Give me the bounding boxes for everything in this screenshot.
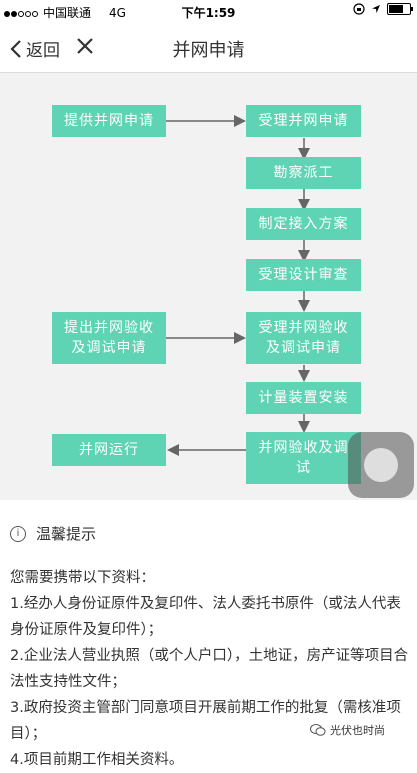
back-button[interactable]: 返回 bbox=[10, 36, 60, 61]
step-accept: 受理并网申请 bbox=[246, 105, 361, 137]
tips-body: 您需要携带以下资料： 1.经办人身份证原件及复印件、法人委托书原件（或法人代表身… bbox=[10, 565, 410, 773]
network-type: 4G bbox=[109, 5, 126, 20]
carrier-name: 中国联通 bbox=[43, 6, 92, 20]
info-icon: i bbox=[10, 525, 26, 542]
tips-intro: 您需要携带以下资料： bbox=[10, 570, 155, 586]
close-icon bbox=[77, 38, 93, 54]
tips-item-4: 4.项目前期工作相关资料。 bbox=[10, 752, 184, 768]
tips-item-2: 2.企业法人营业执照（或个人户口），土地证，房产证等项目合法性支持性文件； bbox=[10, 648, 409, 690]
step-handle-acceptance: 受理并网验收 及调试申请 bbox=[246, 312, 361, 364]
status-time: 下午1:59 bbox=[181, 6, 236, 20]
tips-item-3: 3.政府投资主管部门同意项目开展前期工作的批复（需核准项目）； bbox=[10, 700, 401, 742]
status-left: 中国联通 4G bbox=[4, 4, 126, 21]
step-grid-run: 并网运行 bbox=[52, 434, 166, 466]
step-meter-install: 计量装置安装 bbox=[246, 382, 361, 414]
battery-icon bbox=[387, 3, 413, 15]
page-title: 并网申请 bbox=[172, 40, 245, 61]
watermark: 光伏也时尚 bbox=[310, 722, 385, 738]
chevron-left-icon bbox=[10, 39, 21, 58]
location-arrow-icon bbox=[372, 5, 380, 13]
back-label: 返回 bbox=[26, 41, 60, 61]
status-bar: 中国联通 4G 下午1:59 bbox=[0, 0, 417, 24]
watermark-text: 光伏也时尚 bbox=[330, 724, 385, 737]
nav-bar: 返回 并网申请 bbox=[0, 24, 417, 73]
tips-item-1: 1.经办人身份证原件及复印件、法人委托书原件（或法人代表身份证原件及复印件）； bbox=[10, 596, 401, 638]
assistive-touch-icon bbox=[364, 448, 398, 482]
flowchart: 提供并网申请 受理并网申请 勘察派工 制定接入方案 受理设计审查 提出并网验收 … bbox=[0, 73, 417, 500]
tips-title: 温馨提示 bbox=[36, 525, 97, 543]
step-submit-acceptance: 提出并网验收 及调试申请 bbox=[52, 312, 166, 364]
step-plan: 制定接入方案 bbox=[246, 208, 361, 240]
assistive-touch-button[interactable] bbox=[348, 432, 414, 498]
flow-arrows bbox=[166, 115, 310, 456]
step-review: 受理设计审查 bbox=[246, 259, 361, 291]
orientation-lock-icon bbox=[353, 3, 365, 15]
status-right bbox=[353, 3, 413, 15]
step-survey: 勘察派工 bbox=[246, 157, 361, 189]
tips-header: i 温馨提示 bbox=[10, 523, 96, 544]
signal-strength-icon bbox=[4, 6, 39, 20]
wechat-icon bbox=[310, 724, 326, 736]
step-final-acceptance: 并网验收及调 试 bbox=[246, 432, 361, 484]
close-button[interactable] bbox=[76, 37, 94, 59]
step-apply: 提供并网申请 bbox=[52, 105, 166, 137]
